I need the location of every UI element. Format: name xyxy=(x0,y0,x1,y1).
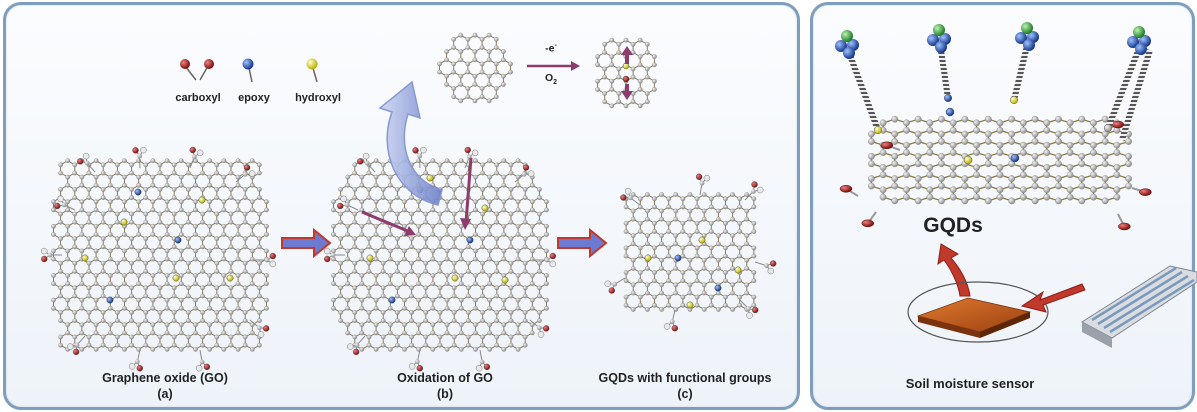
legend-epoxy-label: epoxy xyxy=(238,92,270,104)
arrow-b-to-c xyxy=(557,227,608,259)
gqd-3d-sheet xyxy=(839,107,1152,231)
gqd-sheet xyxy=(604,173,777,332)
legend-hydroxyl-label: hydroxyl xyxy=(295,92,341,104)
cut-arrow-diagonal-icon xyxy=(361,210,416,236)
electron-label: -e- xyxy=(545,42,557,55)
curved-arrow-icon xyxy=(378,80,443,206)
oxidized-go-sheet xyxy=(324,146,556,372)
legend-epoxy-icon xyxy=(242,58,254,83)
graphene-oxide-sheet xyxy=(41,146,276,372)
oxygen-label: O2 xyxy=(544,72,558,87)
gqds-label: GQDs xyxy=(923,214,983,237)
arrow-a-to-b xyxy=(281,227,332,259)
linked-molecules xyxy=(835,22,1153,141)
caption-c-title: GQDs with functional groups xyxy=(598,371,772,385)
legend-carboxyl-icon xyxy=(180,59,214,81)
caption-b-title: Oxidation of GO xyxy=(397,371,493,385)
cut-arrow-vertical-icon xyxy=(460,157,473,230)
interdigitated-electrode-icon xyxy=(1081,265,1197,348)
caption-b-letter: (b) xyxy=(437,387,453,401)
sensor-zoom-icon xyxy=(907,281,1049,343)
caption-a-letter: (a) xyxy=(157,387,173,401)
legend-carboxyl-label: carboxyl xyxy=(175,92,221,104)
caption-c-letter: (c) xyxy=(677,387,693,401)
reaction-arrow-icon xyxy=(527,61,580,71)
fragment-split-arrows-icon xyxy=(621,46,633,100)
arrow-electrode-to-zoom-icon xyxy=(1020,283,1086,313)
caption-a-title: Graphene oxide (GO) xyxy=(102,371,228,385)
cut-fragment-graphene xyxy=(437,32,513,104)
legend-hydroxyl-icon xyxy=(306,58,318,83)
arrow-up-to-gqds-icon xyxy=(937,243,971,297)
soil-sensor-label: Soil moisture sensor xyxy=(905,376,1035,391)
